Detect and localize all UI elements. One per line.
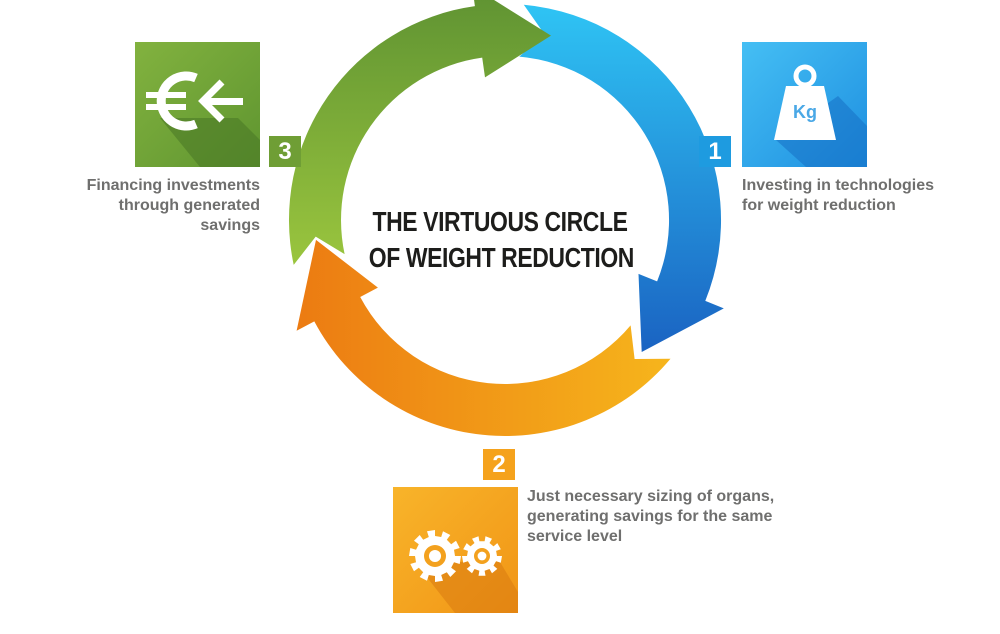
step-1-caption-line: Investing in technologies [742, 177, 935, 194]
step-2-caption-line: generating savings for the same [527, 508, 773, 525]
step-2-tile [393, 487, 518, 613]
step-1-badge-bg [699, 136, 731, 167]
cycle-ring [289, 0, 724, 436]
euro-arrow-icon [146, 71, 243, 131]
cycle-arrow-orange [296, 239, 671, 436]
step-3-caption-line: savings [200, 217, 260, 234]
step-3-caption: Financing investments through generated … [40, 176, 260, 236]
step-3-tile [135, 42, 260, 167]
gear-hub [428, 549, 442, 563]
cycle-arrow-blue [519, 4, 724, 353]
step-3-caption-line: through generated [118, 197, 260, 214]
cycle-arrow-green [289, 0, 551, 265]
step-2-caption: Just necessary sizing of organs, generat… [527, 487, 774, 547]
diagram-title: THE VIRTUOUS CIRCLE OF WEIGHT REDUCTION [368, 204, 635, 276]
weight-kg-icon: Kg [774, 64, 836, 140]
step-1-tile: Kg [742, 42, 867, 167]
step-1-caption: Investing in technologies for weight red… [742, 176, 934, 216]
weight-label: Kg [793, 102, 817, 122]
step-2-badge-bg [483, 449, 515, 480]
step-2-number: 2 [492, 451, 506, 478]
step-3-badge-bg [269, 136, 301, 167]
gear-large-icon [409, 530, 461, 582]
step-3-caption-line: Financing investments [86, 177, 260, 194]
step-3-number: 3 [278, 138, 292, 165]
step-2-caption-line: Just necessary sizing of organs, [527, 488, 775, 505]
step-1-caption-line: for weight reduction [742, 197, 896, 214]
step-1-number: 1 [708, 138, 722, 165]
step-2-caption-line: service level [527, 528, 623, 545]
title-line-2: OF WEIGHT REDUCTION [368, 242, 635, 273]
title-line-1: THE VIRTUOUS CIRCLE [372, 206, 628, 237]
gear-small-icon [462, 536, 502, 576]
gear-hub [477, 551, 487, 561]
